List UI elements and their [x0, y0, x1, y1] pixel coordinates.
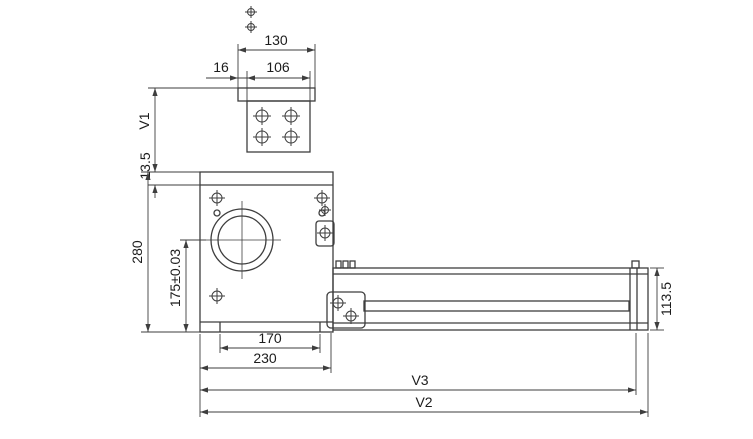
- bolt-hole-icon: [313, 189, 331, 207]
- bolt-hole-icon: [244, 5, 258, 19]
- bolt-hole-icon: [244, 20, 258, 34]
- flange-top-view-holes: [244, 5, 258, 34]
- bolt-hole-icon: [208, 189, 226, 207]
- dim-16-label: 16: [213, 59, 229, 75]
- dim-230-label: 230: [253, 350, 277, 366]
- linear-rail: [332, 260, 649, 331]
- bolt-hole-icon: [318, 203, 332, 217]
- dim-280-label: 280: [129, 240, 145, 264]
- dim-130-label: 130: [264, 32, 288, 48]
- gearbox-body: [199, 171, 334, 333]
- dimension-v1: V1: [136, 87, 238, 173]
- dimension-230: 230: [199, 333, 332, 417]
- bolt-hole-icon: [281, 127, 301, 147]
- side-mount-bracket: [315, 203, 335, 247]
- bolt-hole-icon: [316, 224, 334, 242]
- motor-bracket: [237, 87, 316, 153]
- dimension-v2: V2: [200, 333, 649, 417]
- dim-v3-label: V3: [411, 372, 428, 388]
- carriage-outline: [326, 291, 366, 329]
- bolt-hole-icon: [252, 106, 272, 126]
- dim-13-5-label: 13.5: [137, 152, 153, 179]
- bolt-hole-icon: [281, 106, 301, 126]
- dimension-113-5: 113.5: [650, 267, 674, 331]
- rail-outline: [332, 267, 649, 331]
- dim-175-label: 175±0.03: [167, 249, 183, 308]
- bolt-hole-icon: [342, 307, 360, 325]
- screw-icon: [342, 260, 349, 269]
- gearbox-outline: [199, 171, 334, 333]
- dim-v2-label: V2: [415, 394, 432, 410]
- dim-v1-label: V1: [136, 112, 152, 129]
- bolt-hole-icon: [252, 127, 272, 147]
- dimension-170: 170: [219, 330, 321, 353]
- bolt-hole-icon: [208, 287, 226, 305]
- bracket-flange: [237, 87, 316, 102]
- dimension-175: 175±0.03: [167, 239, 206, 332]
- output-bore: [203, 201, 281, 279]
- dimension-v3: V3: [200, 333, 637, 395]
- piston-rod: [363, 300, 630, 312]
- dim-113-5-label: 113.5: [658, 282, 674, 316]
- carriage-block: [326, 291, 366, 329]
- screw-icon: [631, 260, 640, 269]
- screw-icon: [349, 260, 356, 269]
- dimension-280: 280: [129, 172, 200, 333]
- screw-icon: [335, 260, 342, 269]
- dimension-16-106: 16 106: [206, 59, 311, 101]
- dim-106-label: 106: [266, 59, 290, 75]
- bracket-plate: [246, 100, 311, 153]
- dimension-13-5: 13.5: [137, 152, 200, 198]
- dim-170-label: 170: [258, 330, 282, 346]
- dimension-130: 130: [237, 32, 316, 88]
